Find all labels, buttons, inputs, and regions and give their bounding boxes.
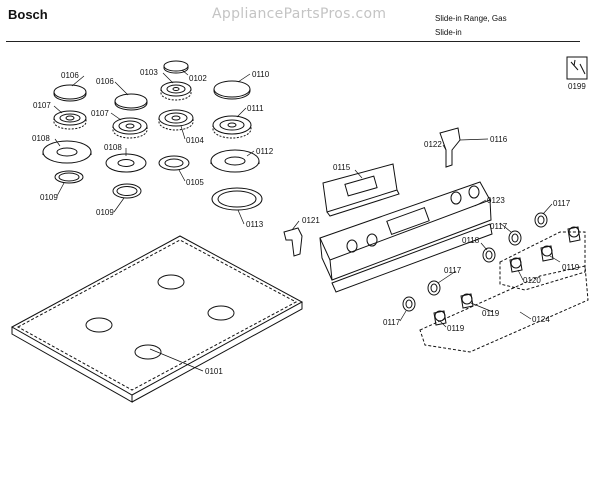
- control-panel-trim: [331, 223, 493, 293]
- burner-ring-right: [211, 187, 263, 211]
- part-label: 0113: [246, 220, 264, 229]
- part-label: 0119: [447, 324, 465, 333]
- part-label: 0116: [490, 135, 508, 144]
- burner-head-center-front: [158, 109, 194, 131]
- burner-head-left: [53, 110, 87, 130]
- burner-ring-center: [112, 183, 142, 199]
- knob-b: [540, 245, 554, 262]
- part-label: 0115: [333, 163, 351, 172]
- part-label: 0106: [96, 77, 114, 86]
- burner-base-small: [158, 155, 190, 171]
- part-label: 0112: [256, 147, 274, 156]
- clock-module: [322, 163, 400, 217]
- control-panel-backguard: [319, 181, 492, 281]
- model-description: Slide-in Range, Gas: [435, 14, 507, 23]
- burner-cap-right-rear: [213, 80, 251, 100]
- knob-bezel-top: [534, 212, 548, 228]
- burner-base-center: [105, 153, 147, 173]
- part-label: 0108: [32, 134, 50, 143]
- header-rule: [6, 41, 580, 42]
- part-label: 0117: [444, 266, 462, 275]
- burner-cap-center-left: [114, 93, 148, 111]
- part-label: 0119: [482, 309, 500, 318]
- part-label: 0121: [302, 216, 320, 225]
- mounting-bracket-top: [439, 127, 461, 168]
- cooktop-panel: [10, 235, 304, 403]
- burner-head-right: [212, 115, 252, 139]
- part-label: 0105: [186, 178, 204, 187]
- part-label: 0103: [140, 68, 158, 77]
- kit-outline-knobs: [419, 265, 589, 353]
- model-subtype: Slide-in: [435, 28, 462, 37]
- part-label: 0124: [532, 315, 550, 324]
- knob-c: [509, 257, 523, 273]
- part-label: 0111: [247, 104, 264, 113]
- part-label: 0117: [383, 318, 401, 327]
- part-label: 0199: [568, 82, 586, 91]
- part-label: 0107: [33, 101, 51, 110]
- part-label: 0118: [462, 236, 480, 245]
- part-label: 0107: [91, 109, 109, 118]
- part-label: 0109: [40, 193, 58, 202]
- burner-ring-left: [54, 170, 84, 184]
- burner-cap-left-rear: [53, 84, 87, 102]
- part-label: 0123: [487, 196, 505, 205]
- part-label: 0109: [96, 208, 114, 217]
- part-label: 0101: [205, 367, 223, 376]
- part-label: 0119: [562, 263, 580, 272]
- knob-bezel-2: [508, 230, 522, 246]
- part-label: 0117: [490, 222, 508, 231]
- tool-icon: [566, 56, 588, 80]
- knob-bezel-4: [427, 280, 441, 296]
- part-label: 0110: [252, 70, 270, 79]
- side-bracket: [283, 227, 303, 257]
- kit-outline-knob-pair: [499, 231, 586, 291]
- knob-bezel-5: [402, 296, 416, 312]
- part-label: 0108: [104, 143, 122, 152]
- part-label: 0106: [61, 71, 79, 80]
- burner-cap-small: [163, 60, 189, 74]
- part-label: 0102: [189, 74, 207, 83]
- part-label: 0104: [186, 136, 204, 145]
- part-label: 0120: [523, 276, 541, 285]
- leader-lines: [53, 69, 561, 372]
- burner-head-center: [112, 117, 148, 139]
- watermark: AppliancePartsPros.com: [212, 6, 387, 22]
- part-label: 0117: [553, 199, 571, 208]
- brand-name: Bosch: [8, 7, 48, 22]
- burner-base-right: [210, 149, 260, 173]
- burner-base-left: [42, 140, 92, 164]
- part-label: 0122: [424, 140, 442, 149]
- burner-head-rear-center: [160, 81, 192, 101]
- knob-a: [567, 226, 581, 243]
- knob-d: [460, 293, 474, 309]
- knob-bezel-3: [482, 247, 496, 263]
